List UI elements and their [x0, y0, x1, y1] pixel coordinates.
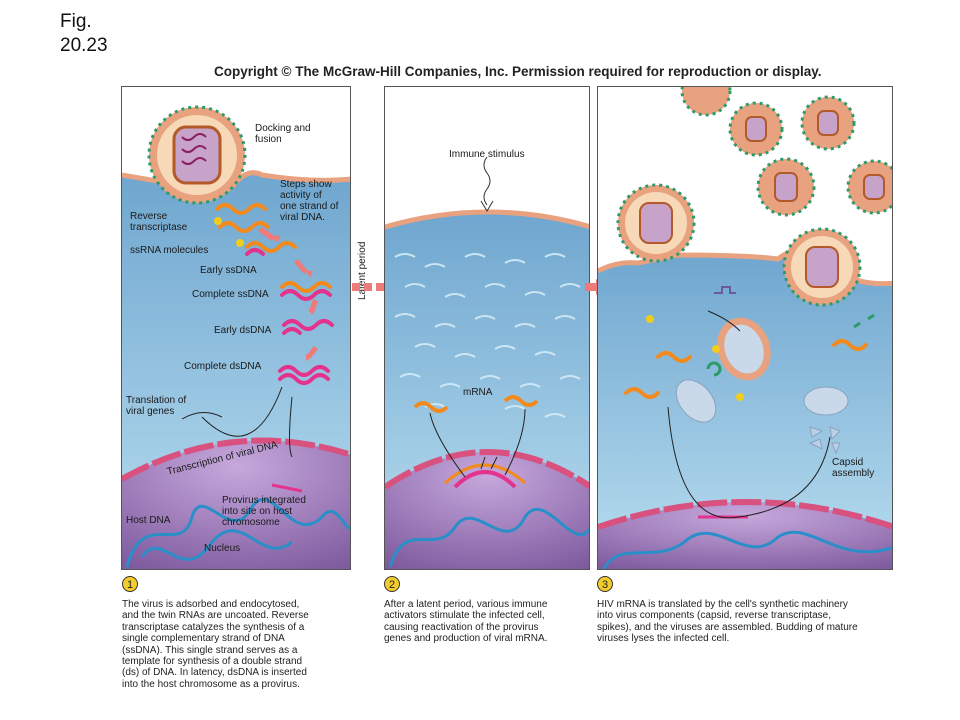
panel-reactivation: Immune stimulus mRNA	[384, 86, 590, 570]
label-complete-ssdna: Complete ssDNA	[192, 289, 269, 300]
panel3-illustration	[598, 87, 892, 569]
label-host-dna: Host DNA	[126, 515, 171, 526]
panel-infection: Docking and fusion Steps show activity o…	[121, 86, 351, 570]
label-mrna: mRNA	[463, 387, 493, 398]
strand-complete-ssdna	[280, 281, 332, 301]
panel1-illustration	[122, 87, 350, 569]
label-translation: Translation of viral genes	[126, 395, 187, 417]
label-complete-dsdna: Complete dsDNA	[184, 361, 262, 372]
panel2-illustration	[385, 87, 589, 569]
capsid-parts	[675, 317, 849, 455]
label-docking: Docking and fusion	[255, 123, 311, 145]
strand-early-dsdna	[282, 319, 334, 335]
strand-early-ssdna	[245, 241, 297, 256]
label-immune-stimulus: Immune stimulus	[449, 149, 525, 160]
step-arrows	[258, 227, 318, 361]
label-early-ssdna: Early ssDNA	[200, 265, 257, 276]
step-1-badge: 1	[122, 576, 138, 592]
step-3-caption: HIV mRNA is translated by the cell's syn…	[597, 599, 858, 645]
label-capsid-assembly: Capsid assembly	[832, 457, 875, 479]
step-2-badge: 2	[384, 576, 400, 592]
figure-label-line1: Fig.	[60, 11, 92, 32]
panel-assembly: Capsid assembly	[597, 86, 893, 570]
step-3-badge: 3	[597, 576, 613, 592]
label-ssrna: ssRNA molecules	[130, 245, 209, 256]
label-reverse-transcriptase: Reverse transcriptase	[130, 211, 188, 233]
virion-docking	[147, 105, 247, 205]
label-steps: Steps show activity of one strand of vir…	[280, 179, 339, 223]
figure-label-line2: 20.23	[60, 35, 108, 56]
virion-budding	[616, 183, 862, 307]
label-nucleus: Nucleus	[204, 543, 241, 554]
strand-complete-dsdna	[278, 365, 330, 385]
label-provirus: Provirus integrated into site on host ch…	[222, 495, 306, 528]
mature-virions	[680, 87, 892, 217]
step-1-caption: The virus is adsorbed and endocytosed, a…	[122, 599, 309, 690]
copyright-notice: Copyright © The McGraw-Hill Companies, I…	[214, 64, 822, 79]
figure-label: Fig. 20.23	[60, 10, 108, 58]
strand-ssrna	[215, 203, 270, 233]
step-2-caption: After a latent period, various immune ac…	[384, 599, 548, 645]
label-early-dsdna: Early dsDNA	[214, 325, 272, 336]
